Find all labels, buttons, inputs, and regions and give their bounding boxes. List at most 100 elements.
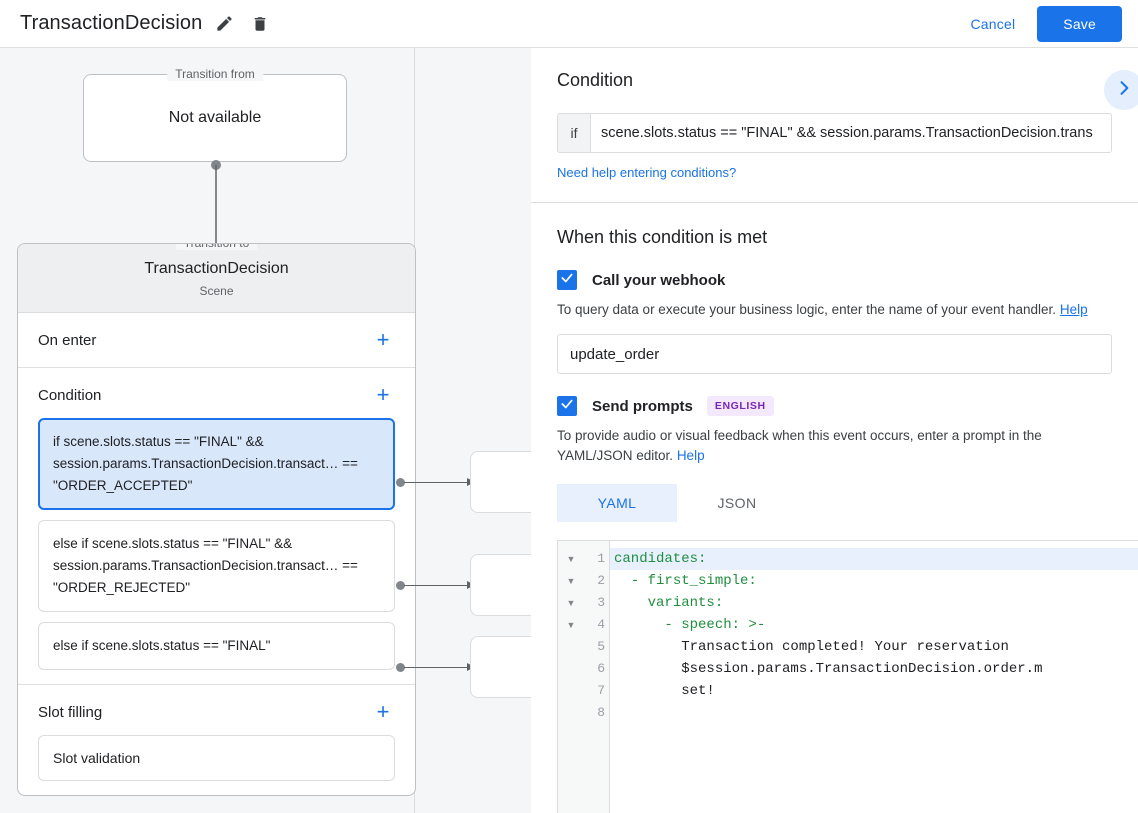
scene-card: Transition to TransactionDecision Scene …: [17, 243, 416, 796]
transition-target-card[interactable]: [470, 636, 531, 698]
code-line[interactable]: set!: [614, 683, 715, 699]
prompts-helper-body: To provide audio or visual feedback when…: [557, 428, 1042, 463]
line-number: 6: [597, 661, 605, 676]
send-prompts-checkbox[interactable]: [557, 396, 577, 416]
line-number: 4: [597, 617, 605, 632]
yaml-key: - first_simple:: [630, 573, 757, 589]
fold-spacer: [558, 636, 584, 658]
code-line[interactable]: [610, 702, 1138, 724]
check-icon: [560, 271, 574, 290]
edge-line: [404, 667, 470, 668]
fold-spacer: [558, 702, 584, 724]
editor-code-area[interactable]: candidates: - first_simple: variants: - …: [610, 541, 1138, 813]
fold-toggle-icon[interactable]: ▼: [566, 598, 576, 608]
section-on-enter: On enter +: [18, 313, 415, 368]
scene-type: Scene: [199, 284, 234, 298]
editor-line-number-gutter: 1 2 3 4 5 6 7 8: [584, 541, 610, 813]
condition-section: Condition if Need help entering conditio…: [531, 48, 1138, 203]
code-line[interactable]: candidates:: [610, 548, 1138, 570]
condition-heading: Condition: [557, 70, 634, 90]
condition-list-item[interactable]: else if scene.slots.status == "FINAL" &&…: [38, 520, 395, 612]
fold-spacer: [558, 658, 584, 680]
code-line[interactable]: - speech: >-: [610, 614, 1138, 636]
edit-title-button[interactable]: [210, 10, 238, 38]
code-line[interactable]: Transaction completed! Your reservation: [614, 639, 1009, 655]
transition-from-value: Not available: [168, 109, 262, 126]
edge-dot: [396, 663, 405, 672]
chevron-right-icon: [1114, 78, 1134, 103]
when-condition-met-section: When this condition is met Call your web…: [531, 203, 1138, 522]
webhook-helper-text: To query data or execute your business l…: [557, 300, 1112, 320]
header-actions: Cancel Save: [957, 5, 1122, 42]
call-webhook-checkbox[interactable]: [557, 270, 577, 290]
condition-help-link[interactable]: Need help entering conditions?: [557, 165, 737, 180]
section-title-condition: Condition: [38, 386, 102, 404]
prompts-help-link[interactable]: Help: [676, 448, 705, 463]
condition-input-row: if: [557, 113, 1112, 153]
add-on-enter-button[interactable]: +: [376, 327, 390, 352]
edge-dot: [396, 581, 405, 590]
send-prompts-checkbox-row: Send prompts ENGLISH: [557, 396, 1112, 416]
yaml-key: variants:: [647, 595, 724, 611]
condition-input[interactable]: [591, 114, 1111, 152]
condition-list-item[interactable]: else if scene.slots.status == "FINAL": [38, 622, 395, 670]
section-condition: Condition + if scene.slots.status == "FI…: [18, 368, 415, 685]
fold-toggle-icon[interactable]: ▼: [566, 620, 576, 630]
line-number: 2: [597, 573, 605, 588]
line-number: 7: [597, 683, 605, 698]
tab-json[interactable]: JSON: [717, 495, 757, 511]
yaml-key: - speech: >-: [664, 617, 766, 633]
add-slot-filling-button[interactable]: +: [376, 699, 390, 724]
fold-toggle-icon[interactable]: ▼: [566, 554, 576, 564]
page-title: TransactionDecision: [20, 12, 203, 34]
fold-toggle-icon[interactable]: ▼: [566, 576, 576, 586]
when-condition-met-heading: When this condition is met: [557, 227, 768, 247]
transition-from-box: Transition from Not available: [83, 67, 347, 162]
format-tabs: YAML JSON: [557, 484, 1112, 522]
transition-to-legend: Transition to: [175, 244, 258, 250]
fold-spacer: [558, 680, 584, 702]
cancel-button[interactable]: Cancel: [957, 8, 1030, 40]
condition-list-item[interactable]: if scene.slots.status == "FINAL" && sess…: [38, 418, 395, 510]
app-header: TransactionDecision Cancel Save: [0, 0, 1138, 48]
code-line[interactable]: - first_simple:: [610, 570, 1138, 592]
webhook-helper-body: To query data or execute your business l…: [557, 302, 1057, 317]
webhook-help-link[interactable]: Help: [1059, 302, 1088, 317]
tab-yaml[interactable]: YAML: [557, 484, 677, 522]
send-prompts-label: Send prompts: [592, 397, 693, 415]
check-icon: [560, 397, 574, 416]
scene-name: TransactionDecision: [144, 260, 289, 277]
call-webhook-label: Call your webhook: [592, 271, 726, 289]
slot-validation-item[interactable]: Slot validation: [38, 735, 395, 781]
pencil-icon: [215, 14, 234, 33]
expand-panel-button[interactable]: [1104, 70, 1138, 110]
line-number: 5: [597, 639, 605, 654]
if-prefix-label: if: [558, 114, 591, 152]
webhook-handler-input[interactable]: [557, 334, 1112, 374]
trash-icon: [251, 15, 269, 33]
section-title-slot-filling: Slot filling: [38, 703, 103, 721]
yaml-key: candidates:: [614, 551, 707, 567]
add-condition-button[interactable]: +: [376, 382, 390, 407]
yaml-editor[interactable]: ▼ ▼ ▼ ▼ 1 2 3 4 5 6 7 8 candidates: - first_simple…: [557, 540, 1138, 813]
code-line[interactable]: $session.params.TransactionDecision.orde…: [614, 661, 1043, 677]
transition-target-card[interactable]: [470, 554, 531, 616]
code-line[interactable]: variants:: [610, 592, 1138, 614]
prompts-helper-text: To provide audio or visual feedback when…: [557, 426, 1112, 466]
language-badge: ENGLISH: [706, 396, 774, 416]
section-slot-filling: Slot filling + Slot validation: [18, 685, 415, 795]
scene-header[interactable]: TransactionDecision Scene: [18, 244, 415, 313]
line-number: 8: [597, 705, 605, 720]
line-number: 1: [597, 551, 605, 566]
transition-target-card[interactable]: [470, 451, 531, 513]
edge-line: [404, 585, 470, 586]
delete-button[interactable]: [246, 10, 274, 38]
edge-dot: [396, 478, 405, 487]
edge-line: [404, 482, 470, 483]
transition-from-legend: Transition from: [167, 67, 263, 81]
section-title-on-enter: On enter: [38, 331, 97, 349]
line-number: 3: [597, 595, 605, 610]
save-button[interactable]: Save: [1037, 5, 1122, 42]
scene-graph-canvas: Transition from Not available Transition…: [0, 48, 531, 813]
editor-fold-gutter: ▼ ▼ ▼ ▼: [558, 541, 584, 813]
